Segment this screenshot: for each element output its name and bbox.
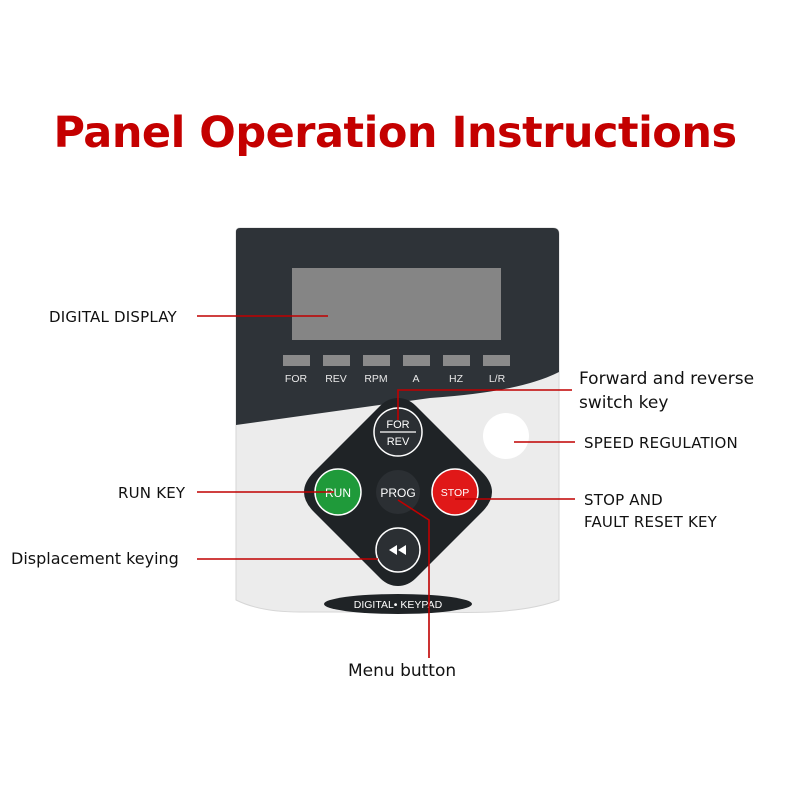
stop-callout-line2: FAULT RESET KEY: [584, 513, 718, 531]
prog-key-label: PROG: [380, 486, 415, 500]
page-title: Panel Operation Instructions: [53, 108, 737, 158]
indicator-leds: [283, 355, 510, 366]
run-key-label: RUN: [325, 486, 351, 500]
stop-key-label: STOP: [441, 487, 469, 499]
forrev-key-bottom-label: REV: [387, 436, 410, 448]
indicator-a-led: [403, 355, 430, 366]
menu-button-leader: [397, 499, 430, 658]
indicator-rev-led: [323, 355, 350, 366]
digital-display-screen: [292, 268, 501, 340]
forward-reverse-callout-line1: Forward and reverse: [579, 369, 755, 389]
forrev-key[interactable]: FOR REV: [373, 407, 423, 457]
indicator-lr-led: [483, 355, 510, 366]
speed-regulation-knob[interactable]: [483, 413, 529, 459]
speed-regulation-callout: SPEED REGULATION: [584, 434, 738, 452]
prog-key[interactable]: PROG: [376, 470, 420, 514]
stop-key[interactable]: STOP: [431, 468, 479, 516]
indicator-label: RPM: [364, 373, 387, 385]
forrev-key-top-label: FOR: [386, 419, 409, 431]
brand-plate: [324, 594, 472, 614]
brand-label: DIGITAL• KEYPAD: [354, 599, 443, 611]
displacement-callout: Displacement keying: [11, 549, 179, 568]
indicator-label: FOR: [285, 373, 308, 385]
run-key-callout: RUN KEY: [118, 484, 186, 502]
indicator-rpm-led: [363, 355, 390, 366]
indicator-label: L/R: [489, 373, 506, 385]
forward-reverse-callout-line2: switch key: [579, 393, 669, 413]
rewind-icon: [389, 545, 406, 555]
forward-reverse-leader: [397, 389, 572, 420]
indicator-for-led: [283, 355, 310, 366]
shift-key[interactable]: [375, 527, 421, 573]
indicator-label: HZ: [449, 373, 464, 385]
digital-display-callout: DIGITAL DISPLAY: [49, 308, 177, 326]
indicator-label: REV: [325, 373, 347, 385]
indicator-label: A: [412, 373, 419, 385]
stop-callout-line1: STOP AND: [584, 491, 663, 509]
menu-button-callout: Menu button: [348, 661, 457, 681]
indicator-hz-led: [443, 355, 470, 366]
